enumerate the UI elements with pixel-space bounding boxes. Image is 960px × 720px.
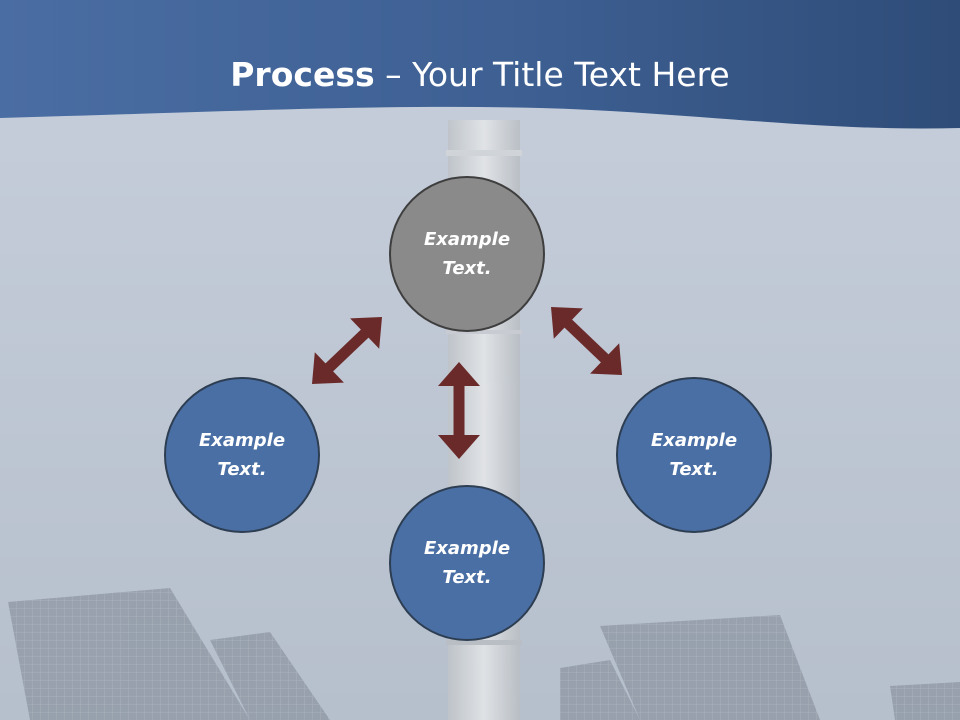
connector-arrows <box>312 307 622 459</box>
solar-panels-graphic <box>8 588 960 720</box>
node-left[interactable]: Example Text. <box>164 377 320 533</box>
node-top-label: Example Text. <box>423 229 511 279</box>
node-left-label: Example Text. <box>198 430 286 480</box>
arrow-top-left <box>312 317 382 384</box>
node-top[interactable]: Example Text. <box>389 176 545 332</box>
node-right-label: Example Text. <box>650 430 738 480</box>
node-bottom-label: Example Text. <box>423 538 511 588</box>
node-right[interactable]: Example Text. <box>616 377 772 533</box>
title-rest: – Your Title Text Here <box>374 55 730 94</box>
slide-title: Process – Your Title Text Here <box>0 52 960 98</box>
header-band <box>0 0 960 129</box>
title-strong: Process <box>230 55 375 94</box>
node-bottom[interactable]: Example Text. <box>389 485 545 641</box>
arrow-top-right <box>551 307 622 375</box>
arrow-top-bottom <box>438 362 480 459</box>
